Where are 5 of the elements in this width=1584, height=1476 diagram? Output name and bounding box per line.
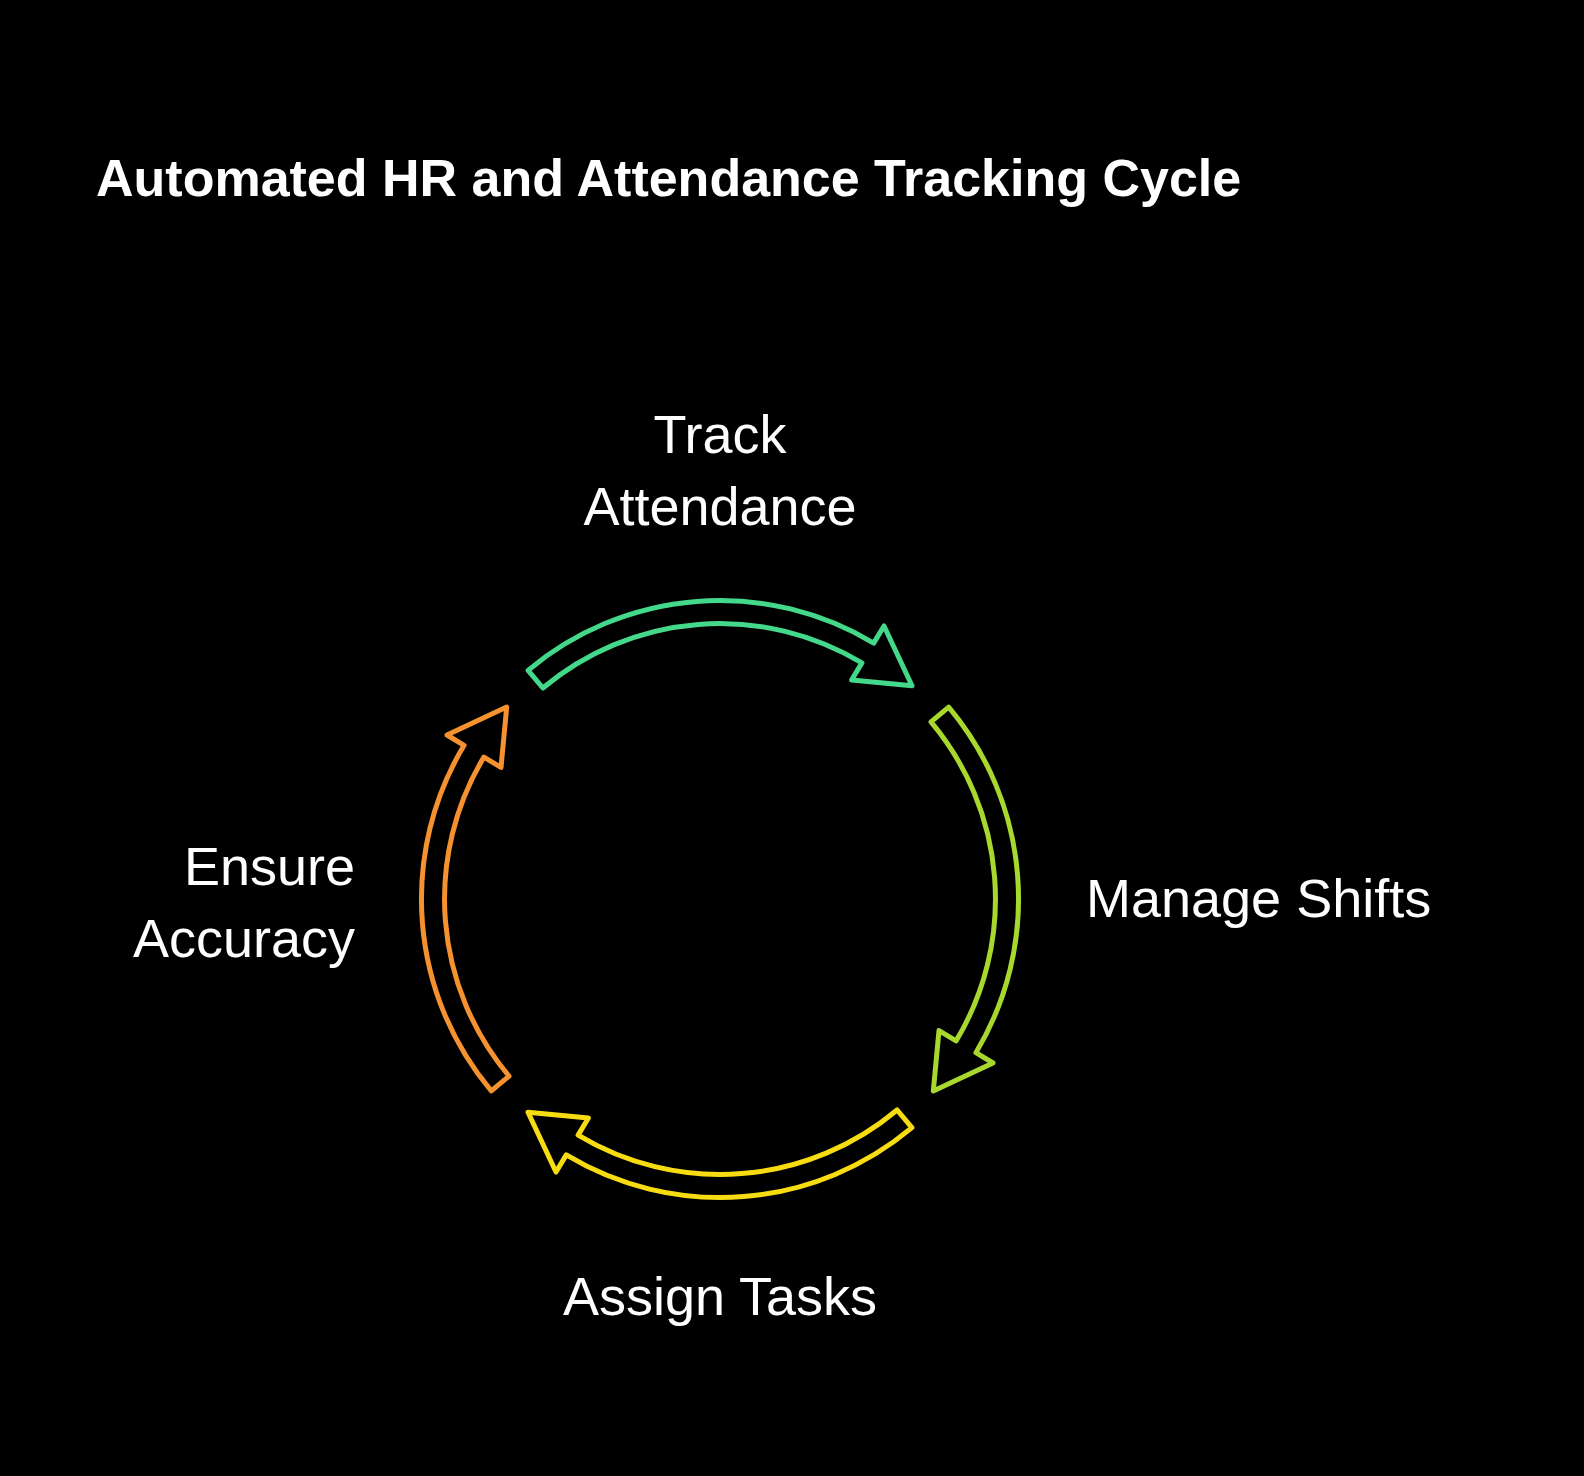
step-label: Assign Tasks [520, 1260, 920, 1332]
step-label: Ensure Accuracy [60, 830, 355, 974]
diagram-title: Automated HR and Attendance Tracking Cycle [96, 148, 1242, 208]
step-label: Manage Shifts [1086, 862, 1506, 934]
step-label: Track Attendance [560, 398, 880, 542]
